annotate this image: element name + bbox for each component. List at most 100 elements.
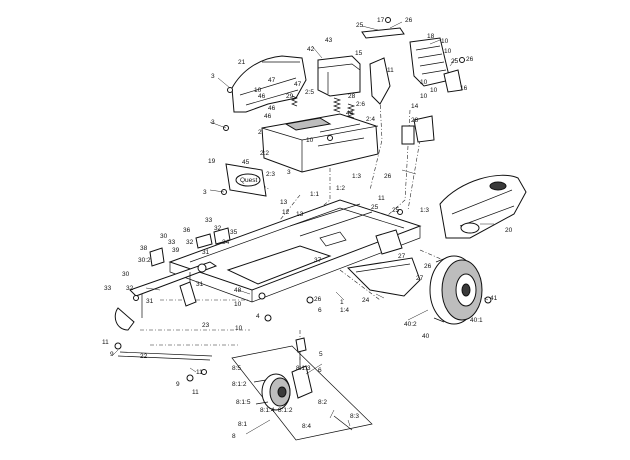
callout: 29 bbox=[286, 93, 294, 100]
main-frame-1 bbox=[168, 199, 422, 303]
callout: 10 bbox=[234, 301, 242, 308]
callout: 43 bbox=[325, 37, 333, 44]
callout: 8:1 bbox=[238, 421, 247, 428]
callout: 21 bbox=[238, 59, 246, 66]
callout: 32 bbox=[126, 285, 134, 292]
callout: 9 bbox=[110, 351, 114, 358]
callout: 26 bbox=[314, 296, 322, 303]
callout: 17 bbox=[377, 17, 385, 24]
callout: 31 bbox=[146, 298, 154, 305]
callout: 8:1:2 bbox=[278, 407, 293, 414]
callout: 20 bbox=[505, 227, 513, 234]
callout: 16 bbox=[460, 85, 468, 92]
rear-wheel-40 bbox=[429, 255, 492, 325]
callout: 8:1:3 bbox=[296, 365, 311, 372]
bracket-15 bbox=[369, 57, 391, 105]
callout: 11 bbox=[196, 369, 203, 376]
callout: 31 bbox=[196, 281, 204, 288]
plate-17 bbox=[361, 27, 405, 39]
leader-lines bbox=[111, 21, 494, 435]
callout: 35 bbox=[230, 229, 238, 236]
callout: 19 bbox=[208, 158, 216, 165]
callout: 33 bbox=[205, 217, 213, 224]
callout: 10 bbox=[306, 137, 314, 144]
callout: 30:2 bbox=[138, 257, 151, 264]
callout: 40:2 bbox=[404, 321, 417, 328]
callout: 26 bbox=[424, 263, 432, 270]
callout: 1:3 bbox=[352, 173, 361, 180]
callout: 33 bbox=[168, 239, 176, 246]
callout: 30 bbox=[160, 233, 168, 240]
callout: 27 bbox=[416, 275, 424, 282]
callout: 26 bbox=[405, 17, 413, 24]
callout: 26 bbox=[466, 56, 474, 63]
callout: 12 bbox=[282, 209, 290, 216]
motor-plate-24 bbox=[346, 257, 421, 297]
callout: 25 bbox=[371, 204, 379, 211]
callout: 3 bbox=[211, 73, 215, 80]
callout: 1:1 bbox=[310, 191, 319, 198]
callout: 13 bbox=[280, 199, 288, 206]
callout: 28 bbox=[348, 93, 356, 100]
callout: 34 bbox=[222, 239, 230, 246]
callout: 6 bbox=[318, 367, 322, 374]
callout: 44 bbox=[346, 110, 354, 117]
callout: 25 bbox=[392, 207, 400, 214]
callout: 11 bbox=[192, 389, 199, 396]
callout: 5 bbox=[319, 351, 323, 358]
callout: 14 bbox=[411, 103, 419, 110]
callout: 10 bbox=[444, 48, 452, 55]
callout: 42 bbox=[307, 46, 315, 53]
callout: 8:1:2 bbox=[232, 381, 247, 388]
caster-arms bbox=[114, 281, 197, 331]
callout: 48 bbox=[234, 287, 242, 294]
callout: 31 bbox=[202, 249, 210, 256]
callout: 1:4 bbox=[340, 307, 349, 314]
callout: 36 bbox=[183, 227, 191, 234]
control-panel-18 bbox=[409, 37, 451, 87]
callout: 8:3 bbox=[350, 413, 359, 420]
callout: 8:1:4 bbox=[260, 407, 275, 414]
callout: 25 bbox=[451, 58, 459, 65]
callout: 40:1 bbox=[470, 317, 483, 324]
callout: 18 bbox=[427, 33, 435, 40]
springs-29-44 bbox=[291, 95, 356, 119]
callout: 2:3 bbox=[266, 171, 275, 178]
callout: 8:4 bbox=[302, 423, 311, 430]
callout: 10 bbox=[420, 79, 428, 86]
callout: 30 bbox=[122, 271, 130, 278]
callout: 46 bbox=[268, 105, 276, 112]
rear-body-20 bbox=[439, 174, 527, 239]
callout: 32 bbox=[186, 239, 194, 246]
callout: 37 bbox=[314, 257, 322, 264]
callout: 23 bbox=[202, 322, 210, 329]
callout: 10 bbox=[441, 38, 449, 45]
callout: 8:2 bbox=[318, 399, 327, 406]
callout-labels: 25 17 26 18 10 43 42 15 11 21 10 25 26 3… bbox=[102, 17, 513, 440]
seat-frame-2 bbox=[261, 113, 379, 173]
callout: 3 bbox=[287, 169, 291, 176]
callout: 11 bbox=[387, 67, 394, 74]
brand-label: Quest bbox=[240, 177, 258, 184]
callout: 40 bbox=[422, 333, 430, 340]
callout: 9 bbox=[176, 381, 180, 388]
front-brackets bbox=[149, 227, 231, 273]
callout: 22 bbox=[140, 353, 148, 360]
callout: 10 bbox=[430, 87, 438, 94]
callout: 1:3 bbox=[420, 207, 429, 214]
callout: 2:5 bbox=[305, 89, 314, 96]
seat-pan-21 bbox=[231, 55, 307, 113]
callout: 3 bbox=[203, 189, 207, 196]
assembly-guides bbox=[140, 59, 456, 360]
hardware bbox=[114, 17, 465, 382]
callout: 15 bbox=[355, 50, 363, 57]
small-plate-27 bbox=[375, 229, 403, 255]
callout: 10 bbox=[235, 325, 243, 332]
callout: 39 bbox=[172, 247, 180, 254]
callout: 38 bbox=[140, 245, 148, 252]
callout: 45 bbox=[242, 159, 250, 166]
callout: 10 bbox=[420, 93, 428, 100]
callout: 32 bbox=[214, 225, 222, 232]
callout: 28 bbox=[411, 117, 419, 124]
